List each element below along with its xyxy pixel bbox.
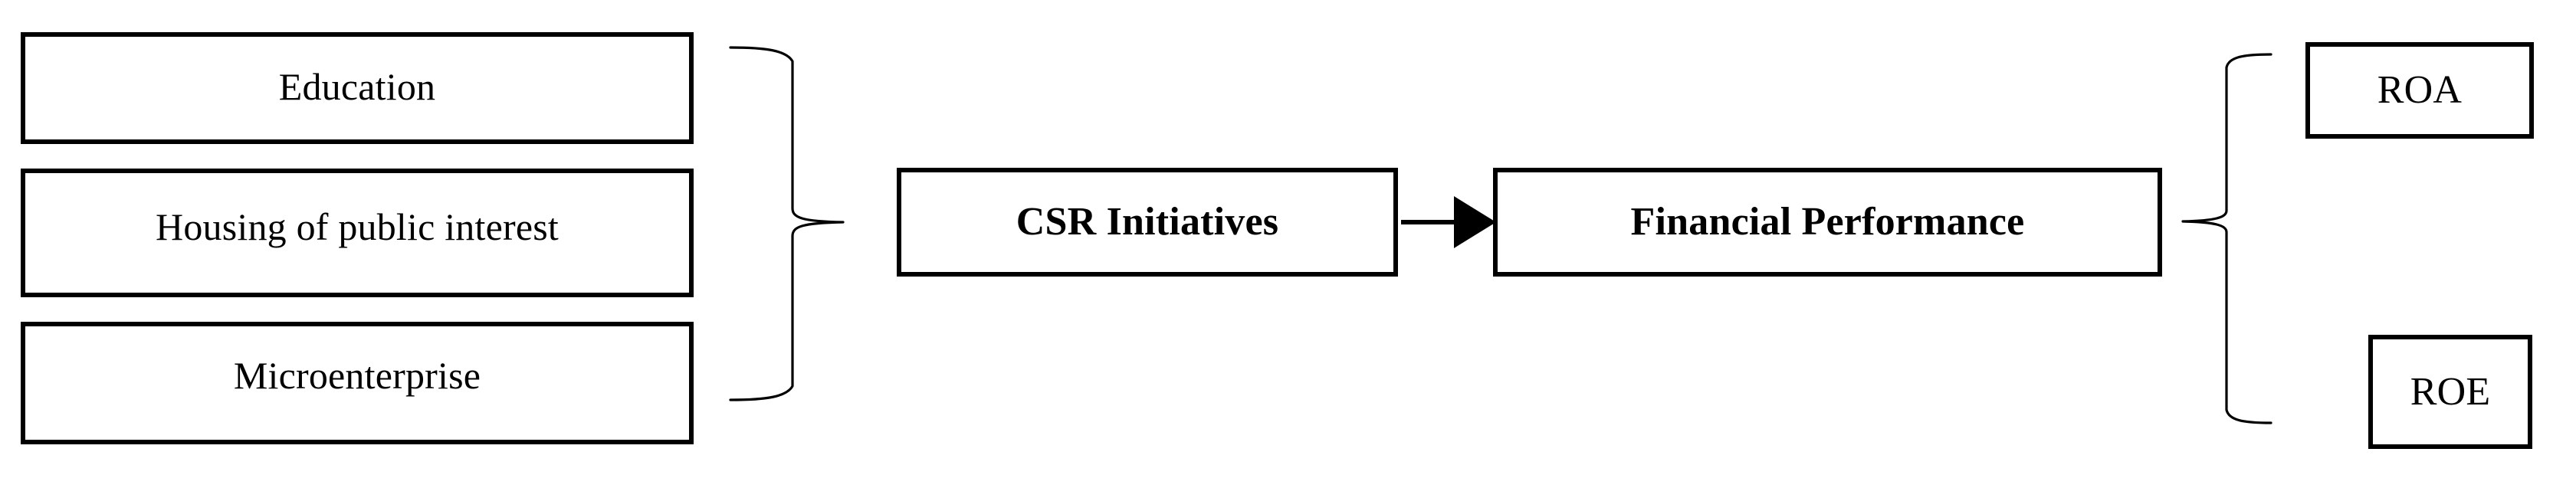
- node-housing-of-public-interest-label: Housing of public interest: [156, 205, 559, 248]
- node-education-label: Education: [278, 65, 436, 108]
- node-education[interactable]: Education: [21, 32, 694, 144]
- node-csr-initiatives-label: CSR Initiatives: [1016, 200, 1279, 244]
- node-housing-of-public-interest[interactable]: Housing of public interest: [21, 169, 694, 297]
- node-csr-initiatives[interactable]: CSR Initiatives: [897, 168, 1398, 277]
- left-brace-icon: [729, 46, 845, 401]
- node-roe-label: ROE: [2410, 369, 2491, 414]
- node-roa[interactable]: ROA: [2305, 42, 2534, 139]
- node-microenterprise-label: Microenterprise: [233, 354, 481, 397]
- node-roa-label: ROA: [2377, 68, 2463, 112]
- node-financial-performance-label: Financial Performance: [1630, 200, 2025, 244]
- node-financial-performance[interactable]: Financial Performance: [1493, 168, 2162, 277]
- csr-to-financial-arrow-head-icon: [1454, 196, 1496, 248]
- node-microenterprise[interactable]: Microenterprise: [21, 322, 694, 444]
- node-roe[interactable]: ROE: [2368, 335, 2532, 449]
- right-brace-icon: [2181, 53, 2272, 424]
